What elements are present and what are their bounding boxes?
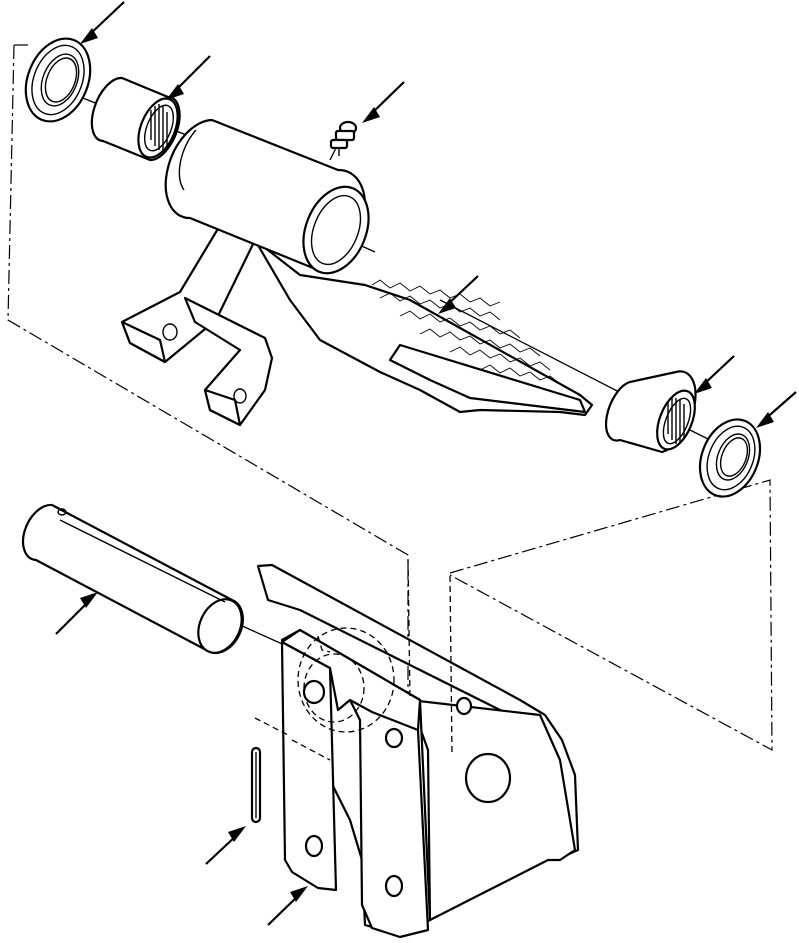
callout-arrows [55,1,797,926]
callout-arrow-5 [694,355,735,394]
upper-left-bearing [90,76,181,162]
callout-arrow-7 [55,592,98,635]
upper-left-seal [24,37,92,123]
roll-pin [250,746,262,824]
callout-arrow-1 [80,1,125,44]
callout-arrow-4 [438,275,479,314]
pedal-lever [120,118,594,427]
callout-arrow-8 [205,826,246,865]
lower-right-seal [698,418,762,498]
mounting-bracket [254,559,580,939]
pivot-pin [21,503,244,655]
lower-right-bearing [604,370,697,454]
callout-arrow-6 [756,391,797,428]
callout-arrow-2 [166,55,211,100]
callout-arrow-9 [267,886,308,926]
phantom-assembly-lines [7,44,773,752]
grease-fitting [329,120,358,156]
callout-arrow-3 [362,81,405,123]
